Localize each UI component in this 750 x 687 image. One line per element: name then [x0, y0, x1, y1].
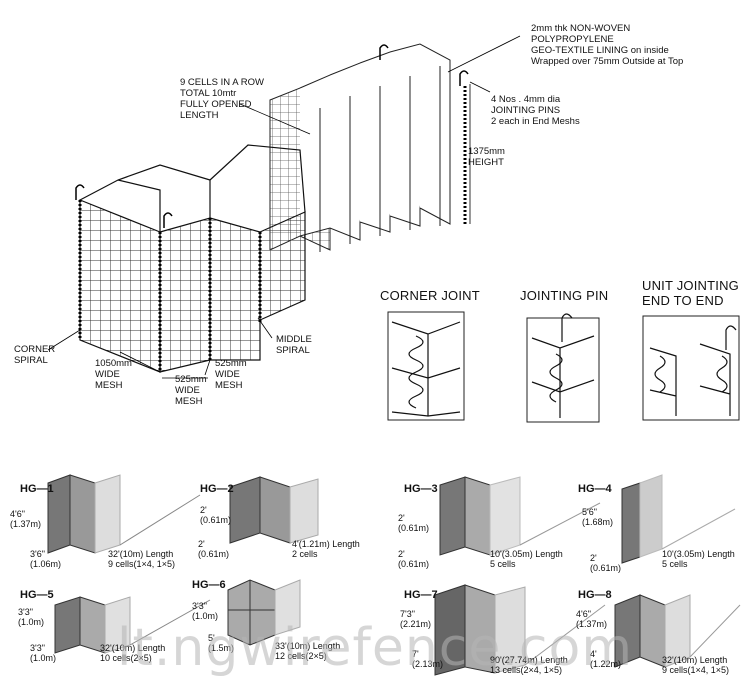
jointing-pins-note: 4 Nos . 4mm dia JOINTING PINS 2 each in …	[491, 94, 580, 127]
cells-in-row-note: 9 CELLS IN A ROW TOTAL 10mtr FULLY OPENE…	[180, 77, 264, 121]
model-hg1-length: 32'(10m) Length 9 cells(1×4, 1×5)	[108, 549, 176, 569]
accordion-back-cells	[269, 43, 451, 252]
model-hg2-name: HG—2	[200, 483, 234, 495]
model-hg1-height: 4'6" (1.37m)	[10, 509, 42, 529]
model-hg6-width: 5' (1.5m)	[208, 633, 235, 653]
watermark: lt.ngwirefence.com	[117, 618, 633, 678]
model-hg2-height: 2' (0.61m)	[200, 505, 232, 525]
model-hg6-length: 33'(10m) Length 12 cells(2×5)	[275, 641, 341, 661]
model-boxes	[47, 474, 741, 676]
jointing-pin-title: JOINTING PIN	[520, 288, 609, 303]
spirals	[78, 86, 467, 372]
mesh-525a-label: 525mm WIDE MESH	[175, 374, 207, 407]
model-hg7-width: 7' (2.13m)	[412, 649, 444, 669]
model-hg8-length: 32'(10m) Length 9 cells(1×4, 1×5)	[662, 655, 730, 675]
height-note: 1375mm HEIGHT	[468, 146, 505, 168]
model-hg7-name: HG—7	[404, 589, 438, 601]
corner-spiral-label: CORNER SPIRAL	[14, 344, 56, 366]
model-hg7-length: 90'(27.74m) Length 13 cells(2×4, 1×5)	[490, 655, 568, 675]
model-hg5-width: 3'3" (1.0m)	[30, 643, 57, 663]
unit-jointing-title: UNIT JOINTING END TO END	[642, 278, 739, 308]
model-hg4-name: HG—4	[578, 483, 612, 495]
model-hg4-width: 2' (0.61m)	[590, 553, 622, 573]
model-hg1-name: HG—1	[20, 483, 54, 495]
mesh-1050-label: 1050mm WIDE MESH	[95, 358, 132, 391]
model-hg7-height: 7'3" (2.21m)	[400, 609, 432, 629]
model-hg4-length: 10'(3.05m) Length 5 cells	[662, 549, 735, 569]
hesco-barrier-drawing	[47, 35, 740, 423]
jointing-pin-hooks	[75, 44, 469, 228]
detail-boxes	[387, 311, 740, 423]
middle-spiral-label: MIDDLE SPIRAL	[276, 334, 312, 356]
model-hg3-width: 2' (0.61m)	[398, 549, 430, 569]
model-hg6-height: 3'3" (1.0m)	[192, 601, 219, 621]
leader-lines	[47, 35, 521, 379]
model-hg1-width: 3'6" (1.06m)	[30, 549, 62, 569]
model-hg5-length: 32'(10m) Length 10 cells(2×5)	[100, 643, 166, 663]
model-hg8-name: HG—8	[578, 589, 612, 601]
model-hg8-width: 4' (1.22m)	[590, 649, 622, 669]
model-hg5-name: HG—5	[20, 589, 54, 601]
geotextile-note: 2mm thk NON-WOVEN POLYPROPYLENE GEO-TEXT…	[531, 23, 684, 67]
model-hg3-length: 10'(3.05m) Length 5 cells	[490, 549, 563, 569]
main-diagram-panel: 9 CELLS IN A ROW TOTAL 10mtr FULLY OPENE…	[14, 23, 740, 423]
corner-joint-title: CORNER JOINT	[380, 288, 480, 303]
model-hg6-name: HG—6	[192, 579, 226, 591]
model-hg2-width: 2' (0.61m)	[198, 539, 230, 559]
model-hg4-height: 5'6" (1.68m)	[582, 507, 614, 527]
models-drawing	[47, 474, 741, 676]
models-panel: HG—1 4'6" (1.37m) 3'6" (1.06m) 32'(10m) …	[0, 445, 750, 687]
model-hg5-height: 3'3" (1.0m)	[18, 607, 45, 627]
model-hg3-height: 2' (0.61m)	[398, 513, 430, 533]
model-hg8-height: 4'6" (1.37m)	[576, 609, 608, 629]
model-hg3-name: HG—3	[404, 483, 438, 495]
mesh-525b-label: 525mm WIDE MESH	[215, 358, 247, 391]
detail-drawings	[391, 313, 737, 418]
front-cells	[79, 144, 306, 373]
model-hg2-length: 4'(1.21m) Length 2 cells	[292, 539, 360, 559]
